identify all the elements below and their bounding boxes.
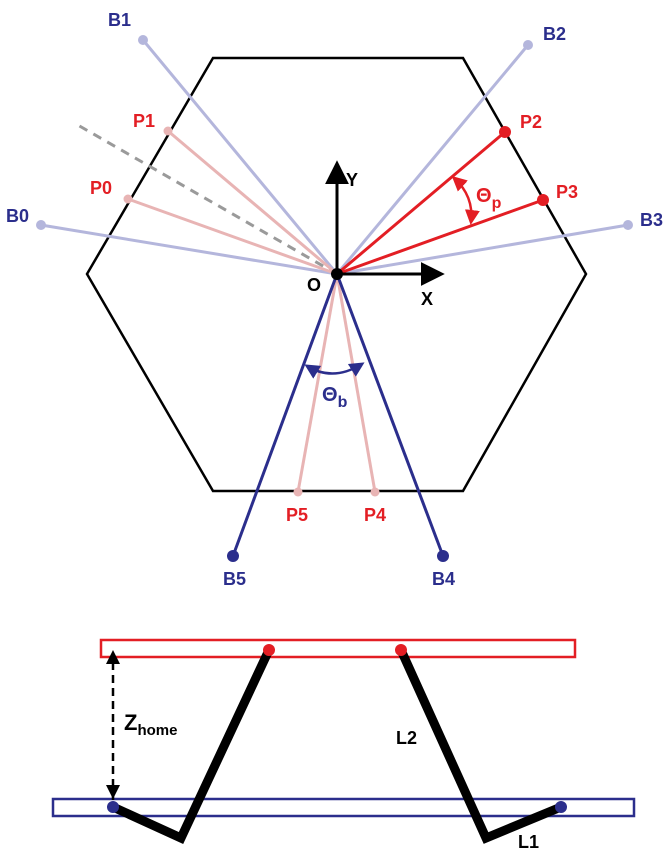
leg-b1-line — [141, 39, 339, 275]
b0-dot — [36, 220, 46, 230]
leg-b4-line — [335, 273, 445, 557]
label-y-axis: Y — [346, 170, 358, 190]
label-p1: P1 — [133, 111, 155, 131]
theta-b-arc — [304, 362, 365, 379]
b3-dot — [623, 220, 633, 230]
label-p4: P4 — [364, 505, 386, 525]
base-bar — [51, 797, 636, 818]
label-theta-p: Θp — [476, 185, 502, 212]
leg-p4-line — [335, 273, 377, 493]
platform-bar — [99, 638, 577, 659]
p1-dot — [163, 126, 173, 136]
leg-p2-line — [336, 130, 506, 276]
platform-joint-right — [395, 644, 407, 656]
origin-dot — [331, 268, 343, 280]
base-joint-right — [555, 801, 567, 813]
leg-b5-line — [231, 273, 339, 557]
left-leg — [111, 648, 274, 844]
right-leg — [396, 648, 563, 844]
label-p2: P2 — [520, 112, 542, 132]
z-home-arrow-top-head — [106, 650, 120, 664]
leg-p3-line — [336, 198, 544, 276]
label-b0: B0 — [6, 206, 29, 226]
leg-b0-line — [40, 223, 338, 276]
label-b3: B3 — [640, 210, 663, 230]
label-theta-b: Θb — [322, 384, 348, 411]
theta-p-arc — [451, 175, 480, 225]
label-b2: B2 — [543, 24, 566, 44]
leg-p1-line — [167, 129, 338, 276]
platform-joint-left — [263, 644, 275, 656]
z-home-arrow-bottom-head — [106, 785, 120, 799]
label-l2: L2 — [396, 728, 417, 748]
b4-dot — [437, 550, 449, 562]
label-p5: P5 — [286, 505, 308, 525]
base-joint-left — [107, 801, 119, 813]
label-b5: B5 — [223, 569, 246, 589]
leg-p5-line — [296, 273, 339, 493]
leg-b2-line — [335, 44, 530, 275]
label-b4: B4 — [432, 569, 455, 589]
b1-dot — [138, 35, 148, 45]
label-p0: P0 — [90, 178, 112, 198]
p0-dot — [123, 194, 133, 204]
b5-dot — [227, 550, 239, 562]
label-p3: P3 — [556, 182, 578, 202]
top-view: B0 B1 B2 B3 B4 B5 P0 P1 P2 P3 P4 P5 O X … — [6, 10, 663, 589]
dashed-reference-line — [75, 122, 338, 276]
leg-b3-line — [336, 223, 629, 276]
side-view: Zhome L2 L1 — [51, 638, 636, 852]
label-z-home: Zhome — [124, 710, 177, 739]
label-x-axis: X — [421, 289, 433, 309]
b2-dot — [523, 40, 533, 50]
p5-dot — [293, 487, 303, 497]
p4-dot — [370, 487, 380, 497]
p3-dot — [537, 194, 549, 206]
label-origin: O — [307, 275, 321, 295]
p2-dot — [499, 126, 511, 138]
label-b1: B1 — [108, 10, 131, 30]
label-l1: L1 — [518, 832, 539, 852]
hexagon-outline — [85, 56, 588, 493]
leg-p0-line — [127, 197, 338, 276]
